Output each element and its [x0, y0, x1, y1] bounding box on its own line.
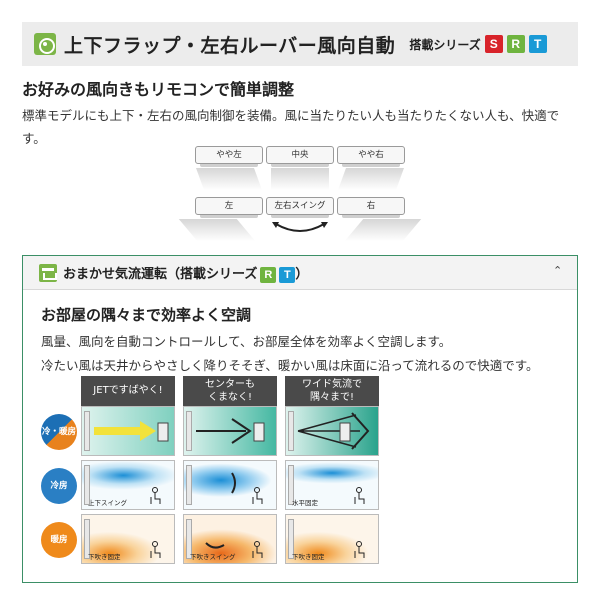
airflow-image-cell: [183, 406, 277, 456]
wide-airflow-graphic: [297, 412, 370, 450]
jet-airflow-graphic: [94, 421, 169, 442]
series-badge-t: T: [279, 266, 296, 283]
column-header-wide: ワイド気流で 隅々まで!: [285, 376, 379, 406]
series-badge-r: R: [260, 266, 277, 283]
airflow-image-cell: [183, 460, 277, 510]
vane-left-right-swing: 左右スイング: [266, 197, 334, 218]
series-badge-r: R: [506, 35, 525, 53]
airflow-shape: [344, 219, 422, 241]
column-header-center: センターも くまなく!: [183, 376, 277, 406]
row-label-heating: 暖房: [41, 522, 77, 558]
airflow-caption: 下吹きスイング: [190, 553, 236, 561]
intro-description: 標準モデルにも上下・左右の風向制御を装備。風に当たりたい人も当たりたくない人も、…: [22, 108, 560, 146]
airflow-shape: [195, 168, 263, 190]
column-header-jet: JETですばやく!: [81, 376, 175, 406]
airflow-shape: [271, 168, 329, 190]
airflow-mode-icon: [39, 263, 57, 282]
section-title: 上下フラップ・左右ルーバー風向自動: [64, 34, 396, 57]
airflow-curve-graphic: [205, 542, 225, 549]
airflow-caption: 下吹き固定: [88, 553, 121, 561]
airflow-image-cell: 下吹き固定: [81, 514, 175, 564]
airflow-image-cell: 下吹きスイング: [183, 514, 277, 564]
swing-arrow-icon: [272, 222, 328, 232]
airflow-caption: 下吹き固定: [292, 553, 325, 561]
series-badge-t: T: [528, 35, 547, 53]
seated-person-icon: [252, 541, 263, 558]
intro-title: お好みの風向きもリモコンで簡単調整: [22, 80, 295, 99]
airflow-image-cell: [81, 406, 175, 456]
airflow-icon: [34, 33, 56, 55]
vane-left: 左: [195, 197, 263, 218]
row-label-cool-heat: 冷・暖房: [41, 414, 77, 450]
seated-person-icon: [354, 541, 365, 558]
section-header: 上下フラップ・左右ルーバー風向自動 搭載シリーズ S R T: [22, 22, 578, 66]
seated-person-icon: [150, 541, 161, 558]
vane-slightly-left: やや左: [195, 146, 263, 167]
airflow-image-cell: 上下スイング: [81, 460, 175, 510]
airflow-image-cell: 水平固定: [285, 460, 379, 510]
center-airflow-graphic: [196, 418, 265, 444]
collapse-chevron-icon[interactable]: ⌃: [553, 264, 563, 277]
airflow-image-cell: 下吹き固定: [285, 514, 379, 564]
panel-subtitle: お部屋の隅々まで効率よく空調: [41, 306, 252, 324]
airflow-image-cell: [285, 406, 379, 456]
airflow-caption: 水平固定: [292, 499, 318, 507]
vane-slightly-right: やや右: [337, 146, 405, 167]
row-label-cooling: 冷房: [41, 468, 77, 504]
vane-right: 右: [337, 197, 405, 218]
vane-center: 中央: [266, 146, 334, 167]
seated-person-icon: [354, 487, 365, 504]
seated-person-icon: [150, 487, 161, 504]
series-badge-s: S: [484, 35, 503, 53]
airflow-shape: [178, 219, 256, 241]
airflow-curve-graphic: [231, 472, 236, 494]
airflow-caption: 上下スイング: [88, 499, 127, 507]
panel-description: 風量、風向を自動コントロールして、お部屋全体を効率よく空調します。 冷たい風は天…: [41, 334, 539, 373]
seated-person-icon: [252, 487, 263, 504]
airflow-shape: [337, 168, 405, 190]
series-label: 搭載シリーズ: [409, 37, 481, 52]
